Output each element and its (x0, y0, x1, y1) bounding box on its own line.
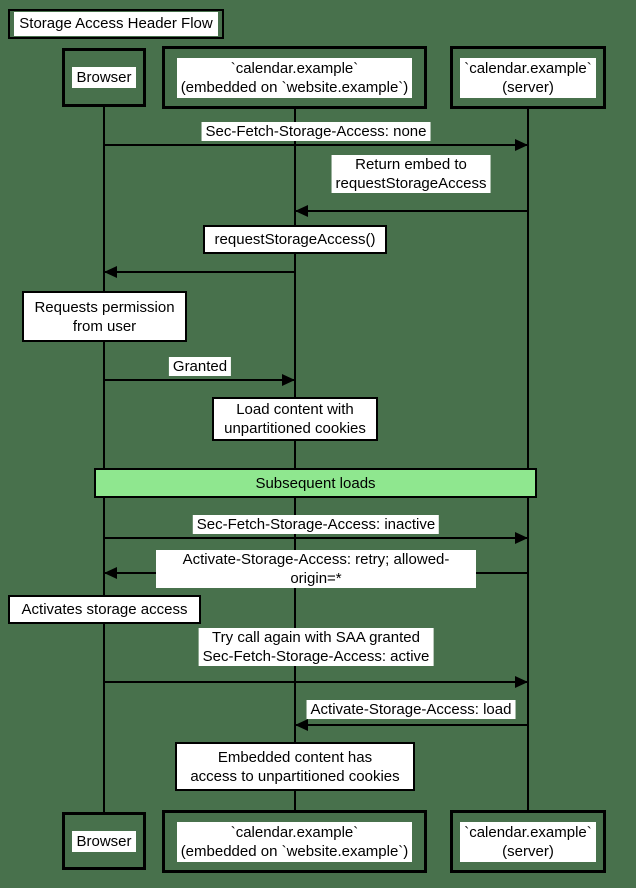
message-label-7: Activate-Storage-Access: load (306, 700, 516, 719)
message-label-4: Sec-Fetch-Storage-Access: inactive (192, 515, 440, 534)
arrowhead-left-icon (295, 205, 308, 217)
message-line-4 (104, 379, 295, 381)
participant-browser-top: Browser (62, 48, 146, 107)
diagram-title-box: Storage Access Header Flow (8, 9, 224, 39)
participant-label: `calendar.example` (embedded on `website… (176, 821, 413, 862)
participant-label: `calendar.example` (server) (460, 57, 596, 98)
participant-embedded-top: `calendar.example` (embedded on `website… (162, 46, 427, 109)
participant-server-top: `calendar.example` (server) (450, 46, 606, 109)
arrowhead-left-icon (104, 567, 117, 579)
divider-subsequent-loads: Subsequent loads (94, 468, 537, 498)
arrowhead-right-icon (282, 374, 295, 386)
lifeline-server (527, 106, 529, 812)
participant-label: `calendar.example` (server) (460, 821, 596, 862)
note-embedded-content: Embedded content has access to unpartiti… (175, 742, 415, 791)
message-line-1 (104, 144, 528, 146)
note-load-content: Load content with unpartitioned cookies (212, 397, 378, 441)
participant-server-bottom: `calendar.example` (server) (450, 810, 606, 873)
message-label-5: Activate-Storage-Access: retry; allowed-… (156, 550, 476, 588)
message-line-5 (104, 537, 528, 539)
message-label-1: Sec-Fetch-Storage-Access: none (201, 122, 431, 141)
note-activates-storage-access: Activates storage access (8, 595, 201, 624)
lifeline-embedded (294, 106, 296, 812)
arrowhead-left-icon (295, 719, 308, 731)
message-line-2 (295, 210, 528, 212)
message-line-7 (104, 681, 528, 683)
message-label-3: Granted (168, 357, 232, 376)
diagram-title: Storage Access Header Flow (14, 12, 218, 36)
arrowhead-right-icon (515, 139, 528, 151)
participant-browser-bottom: Browser (62, 812, 146, 870)
note-request-storage-access: requestStorageAccess() (203, 225, 387, 254)
participant-label: Browser (72, 830, 136, 852)
message-line-8 (295, 724, 528, 726)
participant-label: Browser (72, 67, 136, 88)
arrowhead-right-icon (515, 676, 528, 688)
participant-label: `calendar.example` (embedded on `website… (176, 57, 413, 98)
message-label-6: Try call again with SAA granted Sec-Fetc… (198, 628, 434, 666)
participant-embedded-bottom: `calendar.example` (embedded on `website… (162, 810, 427, 873)
arrowhead-right-icon (515, 532, 528, 544)
message-line-3 (104, 271, 295, 273)
message-label-2: Return embed to requestStorageAccess (331, 155, 491, 193)
lifeline-browser (103, 106, 105, 812)
arrowhead-left-icon (104, 266, 117, 278)
note-requests-permission: Requests permission from user (22, 291, 187, 342)
